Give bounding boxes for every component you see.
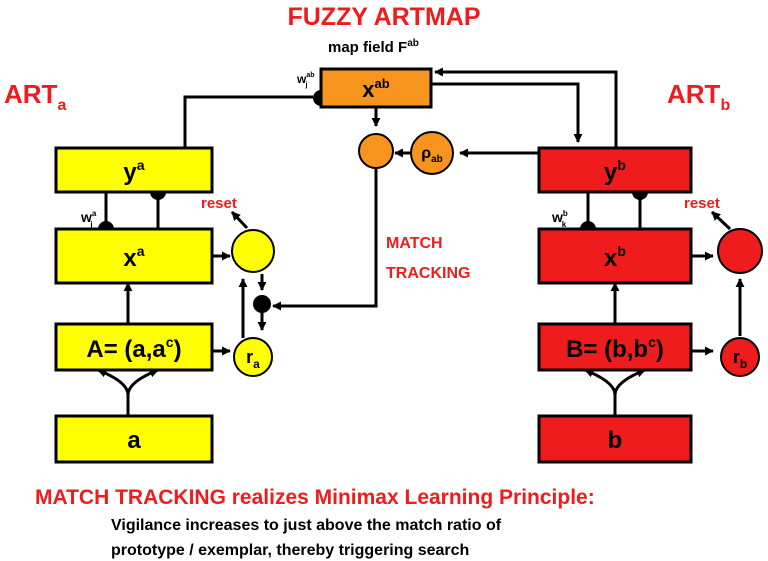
connections xyxy=(97,67,745,416)
match-tracking-node xyxy=(358,133,394,169)
art-b-base-box xyxy=(537,414,693,464)
art-a-base-box xyxy=(54,414,214,464)
art-b-xb-box xyxy=(537,227,693,285)
art-b-reset-node xyxy=(717,228,763,274)
map-field-label: map field Fab xyxy=(328,38,419,56)
art-b-vigilance-label: rb xyxy=(733,347,747,371)
art-a-ya-box xyxy=(54,146,214,194)
synapse-wab xyxy=(313,90,321,106)
map-field-node-label: xab xyxy=(362,76,389,102)
art-b-label: ARTb xyxy=(667,79,730,114)
map-field-box xyxy=(319,67,433,109)
synapse-wa xyxy=(98,221,114,229)
synapses xyxy=(98,90,648,229)
art-b-yb-box xyxy=(537,146,693,194)
footer-line-2: prototype / exemplar, thereby triggering… xyxy=(111,542,469,559)
footer-headline: MATCH TRACKING realizes Minimax Learning… xyxy=(35,486,595,509)
match-tracking-label-2: TRACKING xyxy=(386,265,470,282)
art-b-vigilance-node xyxy=(720,337,760,377)
art-a-xa-label: xa xyxy=(123,243,144,272)
diagram-title: FUZZY ARTMAP xyxy=(287,3,480,31)
synapse-topdown-a xyxy=(150,192,166,200)
art-a-vigilance-label: ra xyxy=(246,347,260,371)
rho-ab-node xyxy=(410,131,454,175)
art-b-yb-label: yb xyxy=(604,157,626,186)
art-a-base-label: a xyxy=(127,427,141,454)
art-b-xb-label: xb xyxy=(604,243,626,272)
art-b-reset-label: reset xyxy=(684,195,720,212)
art-b-input-label: B= (b,bc) xyxy=(566,334,664,363)
synapse-topdown-b xyxy=(632,192,648,200)
art-a-input-box xyxy=(54,322,214,372)
art-a-label: ARTa xyxy=(4,79,66,114)
art-a-input-label: A= (a,ac) xyxy=(86,334,181,363)
art-a-ya-label: ya xyxy=(123,157,144,186)
art-a-reset-node xyxy=(231,229,275,273)
rho-ab-label: ρab xyxy=(421,145,443,165)
art-a-xa-box xyxy=(54,227,214,285)
art-a-match-node xyxy=(253,295,271,313)
match-tracking-label-1: MATCH xyxy=(386,235,443,252)
footer-line-1: Vigilance increases to just above the ma… xyxy=(111,517,502,534)
art-a-vigilance-node xyxy=(233,337,273,377)
art-a-reset-label: reset xyxy=(201,195,237,212)
art-b-base-label: b xyxy=(608,427,623,454)
ya-to-xab-line xyxy=(183,95,313,148)
art-b-input-box xyxy=(537,322,693,372)
synapse-wb xyxy=(580,221,596,229)
